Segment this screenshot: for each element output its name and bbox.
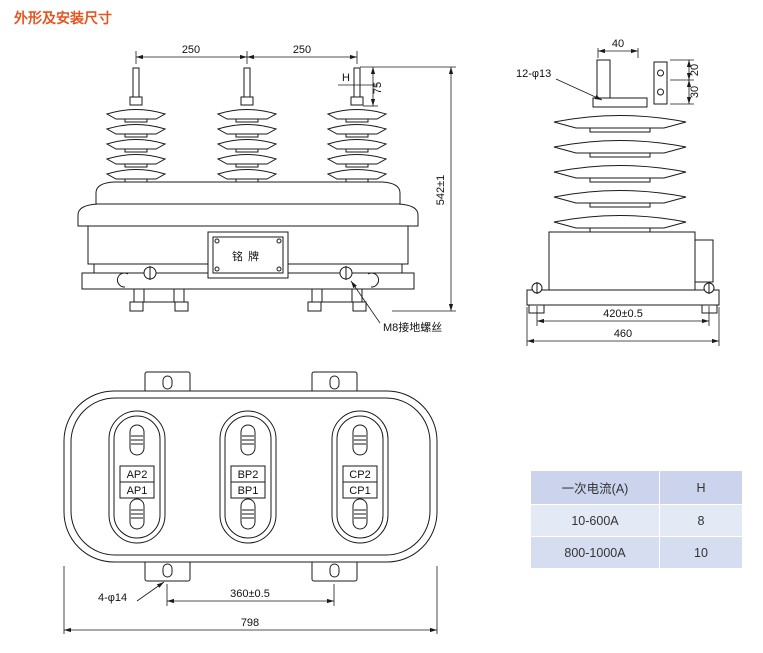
nameplate-text: 铭牌	[232, 249, 264, 263]
ground-screw-label: M8接地螺丝	[383, 321, 442, 334]
bottom-view: AP2 AP1 BP2 BP1 CP2 CP1	[63, 371, 438, 634]
terminal-label-bp1: BP1	[238, 485, 259, 497]
table-row: 10-600A 8	[530, 504, 743, 537]
dim-75: 75	[372, 82, 384, 94]
dim-h: H	[342, 72, 350, 84]
table-row: 800-1000A 10	[530, 536, 743, 569]
page-title: 外形及安装尺寸	[14, 10, 112, 26]
table-cell-current-range: 800-1000A	[530, 536, 660, 569]
terminal-slot-a: AP2 AP1	[108, 410, 166, 544]
bushing-insulator	[106, 67, 166, 183]
bottom-dimension-labels: 4-φ14 360±0.5 798	[98, 588, 270, 629]
table-cell-h-value: 8	[659, 504, 743, 537]
mounting-feet	[129, 288, 367, 312]
table-header-current: 一次电流(A)	[530, 470, 660, 505]
side-dimension-lines	[526, 48, 720, 346]
mounting-tabs	[144, 371, 358, 582]
dim-460: 460	[614, 328, 632, 340]
dim-420: 420±0.5	[603, 308, 643, 320]
side-structure	[526, 59, 720, 314]
dim-798: 798	[241, 617, 259, 629]
nameplate: 铭牌	[207, 231, 289, 279]
side-dimension-labels: 40 20 30 12-φ13 420±0.5 460	[516, 38, 701, 340]
holes-label-4: 4-φ14	[98, 592, 127, 604]
spec-table: 一次电流(A) H 10-600A 8 800-1000A 10	[530, 470, 743, 569]
table-header-h: H	[659, 470, 743, 505]
front-dimension-lines	[135, 51, 456, 324]
front-view: 铭牌 250 250 H 75 542±1 M8接地螺丝	[77, 44, 456, 334]
side-view: 40 20 30 12-φ13 420±0.5 460	[516, 38, 720, 346]
dim-250-left: 250	[182, 44, 200, 56]
dim-360: 360±0.5	[230, 588, 270, 600]
dim-40: 40	[612, 38, 624, 50]
dim-542: 542±1	[435, 175, 447, 206]
terminal-label-ap1: AP1	[127, 485, 148, 497]
terminal-label-cp2: CP2	[349, 469, 370, 481]
terminal-label-bp2: BP2	[238, 469, 259, 481]
dim-250-right: 250	[293, 44, 311, 56]
holes-label-12: 12-φ13	[516, 68, 551, 80]
table-cell-current-range: 10-600A	[530, 504, 660, 537]
terminal-slot-b: BP2 BP1	[219, 410, 277, 544]
terminal-label-ap2: AP2	[127, 469, 148, 481]
dim-20: 20	[689, 64, 701, 76]
base-bolts	[116, 266, 380, 288]
table-cell-h-value: 10	[659, 536, 743, 569]
terminal-slot-c: CP2 CP1	[331, 410, 389, 544]
bottom-dimension-lines	[63, 566, 438, 634]
front-dimension-labels: 250 250 H 75 542±1 M8接地螺丝	[182, 44, 447, 334]
dim-30: 30	[689, 86, 701, 98]
terminal-label-cp1: CP1	[349, 485, 370, 497]
bushing-insulator	[217, 67, 277, 183]
